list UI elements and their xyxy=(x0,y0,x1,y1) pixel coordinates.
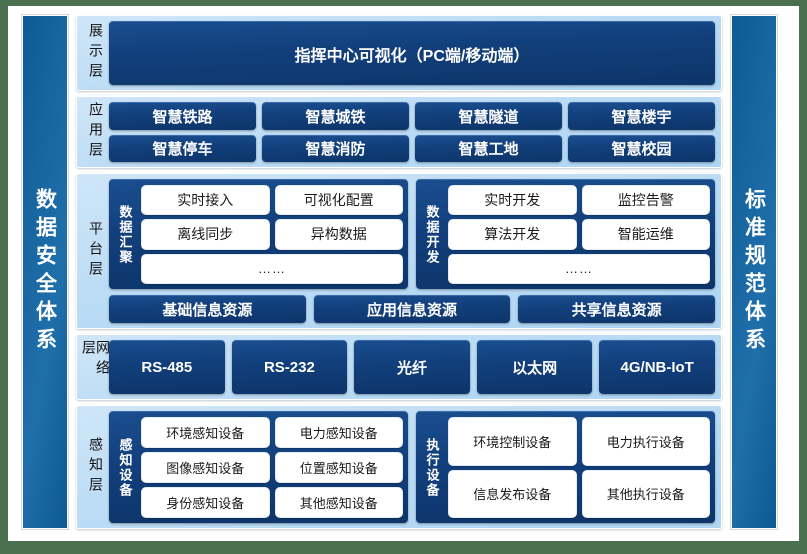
platform-group-development-title-text: 数据开发 xyxy=(424,204,440,265)
layer-display-label: 展示层 xyxy=(83,21,109,85)
sensing-group-actuators: 执行设备 环境控制设备 电力执行设备 信息发布设备 其他执行设备 xyxy=(416,411,715,523)
sensor-image[interactable]: 图像感知设备 xyxy=(141,452,270,483)
sensing-group-actuators-title-text: 执行设备 xyxy=(424,437,440,498)
cell-smart-ops[interactable]: 智能运维 xyxy=(581,219,710,250)
sensing-group-sensors-title: 感知设备 xyxy=(114,417,136,518)
platform-group-data-development: 数据开发 实时开发 监控告警 算法开发 智能运维 …… xyxy=(416,179,715,289)
network-item-rs485[interactable]: RS-485 xyxy=(109,340,225,394)
platform-groups: 数据汇聚 实时接入 可视化配置 离线同步 异构数据 …… 数据开发 xyxy=(109,179,715,289)
platform-resources: 基础信息资源 应用信息资源 共享信息资源 xyxy=(109,295,715,323)
sensor-other[interactable]: 其他感知设备 xyxy=(274,487,403,518)
actuator-power[interactable]: 电力执行设备 xyxy=(581,417,710,466)
pillar-right-label: 标准规范体系 xyxy=(742,188,766,356)
sensing-group-sensors-cells: 环境感知设备 电力感知设备 图像感知设备 位置感知设备 身份感知设备 其他感知设… xyxy=(141,417,403,518)
layer-network-label: 网络层 xyxy=(81,340,111,394)
sensor-environment[interactable]: 环境感知设备 xyxy=(141,417,270,448)
layer-platform: 平台层 数据汇聚 实时接入 可视化配置 离线同步 异构数据 …… xyxy=(76,173,722,329)
app-item-railway[interactable]: 智慧铁路 xyxy=(109,102,256,130)
app-item-tunnel[interactable]: 智慧隧道 xyxy=(415,102,562,130)
platform-group-aggregation-cells: 实时接入 可视化配置 离线同步 异构数据 …… xyxy=(141,185,403,284)
platform-group-aggregation-title-text: 数据汇聚 xyxy=(117,204,133,265)
cell-heterogeneous-data[interactable]: 异构数据 xyxy=(274,219,403,250)
actuator-other[interactable]: 其他执行设备 xyxy=(581,469,710,518)
network-item-4g-nbiot[interactable]: 4G/NB-IoT xyxy=(599,340,715,394)
cell-monitor-alarm[interactable]: 监控告警 xyxy=(581,185,710,216)
cell-offline-sync[interactable]: 离线同步 xyxy=(141,219,270,250)
resource-application[interactable]: 应用信息资源 xyxy=(313,295,511,323)
cell-visual-config[interactable]: 可视化配置 xyxy=(274,185,403,216)
cell-aggregation-more[interactable]: …… xyxy=(141,253,403,284)
app-item-fire[interactable]: 智慧消防 xyxy=(262,134,409,162)
layer-application-label-text: 应用层 xyxy=(88,102,104,162)
pillar-data-security: 数据安全体系 xyxy=(22,15,68,529)
cell-algorithm-dev[interactable]: 算法开发 xyxy=(448,219,577,250)
layer-display-body: 指挥中心可视化（PC端/移动端） xyxy=(109,21,715,85)
layer-network-body: RS-485 RS-232 光纤 以太网 4G/NB-IoT xyxy=(109,340,715,394)
platform-group-development-cells: 实时开发 监控告警 算法开发 智能运维 …… xyxy=(448,185,710,284)
app-item-campus[interactable]: 智慧校园 xyxy=(568,134,715,162)
sensing-group-sensors-title-text: 感知设备 xyxy=(117,437,133,498)
layer-platform-label: 平台层 xyxy=(83,179,109,323)
actuator-info-publish[interactable]: 信息发布设备 xyxy=(448,469,577,518)
sensing-group-actuators-title: 执行设备 xyxy=(421,417,443,518)
layer-platform-body: 数据汇聚 实时接入 可视化配置 离线同步 异构数据 …… 数据开发 xyxy=(109,179,715,323)
layer-platform-label-text: 平台层 xyxy=(88,221,104,281)
platform-group-development-title: 数据开发 xyxy=(421,185,443,284)
layer-sensing: 感知层 感知设备 环境感知设备 电力感知设备 图像感知设备 位置感知设备 身份感… xyxy=(76,405,722,529)
pillar-left-label: 数据安全体系 xyxy=(33,188,57,356)
platform-group-aggregation-title: 数据汇聚 xyxy=(114,185,136,284)
cell-realtime-ingest[interactable]: 实时接入 xyxy=(141,185,270,216)
sensor-power[interactable]: 电力感知设备 xyxy=(274,417,403,448)
network-item-ethernet[interactable]: 以太网 xyxy=(476,340,593,394)
layer-sensing-label-text: 感知层 xyxy=(88,437,104,497)
display-banner[interactable]: 指挥中心可视化（PC端/移动端） xyxy=(109,21,715,85)
layer-network-label-text: 网络层 xyxy=(81,340,111,380)
platform-group-data-aggregation: 数据汇聚 实时接入 可视化配置 离线同步 异构数据 …… xyxy=(109,179,408,289)
sensor-position[interactable]: 位置感知设备 xyxy=(274,452,403,483)
layer-application: 应用层 智慧铁路 智慧城铁 智慧隧道 智慧楼宇 智慧停车 智慧消防 智慧工地 智… xyxy=(76,96,722,168)
layer-display: 展示层 指挥中心可视化（PC端/移动端） xyxy=(76,15,722,91)
sensing-group-sensors: 感知设备 环境感知设备 电力感知设备 图像感知设备 位置感知设备 身份感知设备 … xyxy=(109,411,408,523)
sensor-identity[interactable]: 身份感知设备 xyxy=(141,487,270,518)
resource-basic[interactable]: 基础信息资源 xyxy=(109,295,306,323)
app-item-site[interactable]: 智慧工地 xyxy=(415,134,562,162)
pillar-standards: 标准规范体系 xyxy=(731,15,777,529)
layer-application-label: 应用层 xyxy=(83,102,109,162)
cell-realtime-dev[interactable]: 实时开发 xyxy=(448,185,577,216)
diagram-canvas: 数据安全体系 标准规范体系 展示层 指挥中心可视化（PC端/移动端） 应用层 智… xyxy=(8,6,799,541)
layer-sensing-label: 感知层 xyxy=(83,411,109,523)
app-item-building[interactable]: 智慧楼宇 xyxy=(568,102,715,130)
cell-development-more[interactable]: …… xyxy=(448,253,710,284)
resource-shared[interactable]: 共享信息资源 xyxy=(518,295,715,323)
layer-display-label-text: 展示层 xyxy=(88,23,104,83)
layer-stack: 展示层 指挥中心可视化（PC端/移动端） 应用层 智慧铁路 智慧城铁 智慧隧道 … xyxy=(76,15,722,529)
layer-application-body: 智慧铁路 智慧城铁 智慧隧道 智慧楼宇 智慧停车 智慧消防 智慧工地 智慧校园 xyxy=(109,102,715,162)
actuator-environment-control[interactable]: 环境控制设备 xyxy=(448,417,577,466)
network-item-rs232[interactable]: RS-232 xyxy=(231,340,348,394)
layer-network: 网络层 RS-485 RS-232 光纤 以太网 4G/NB-IoT xyxy=(76,334,722,400)
layer-sensing-body: 感知设备 环境感知设备 电力感知设备 图像感知设备 位置感知设备 身份感知设备 … xyxy=(109,411,715,523)
app-item-parking[interactable]: 智慧停车 xyxy=(109,134,256,162)
app-item-metro[interactable]: 智慧城铁 xyxy=(262,102,409,130)
sensing-group-actuators-cells: 环境控制设备 电力执行设备 信息发布设备 其他执行设备 xyxy=(448,417,710,518)
network-item-fiber[interactable]: 光纤 xyxy=(354,340,470,394)
